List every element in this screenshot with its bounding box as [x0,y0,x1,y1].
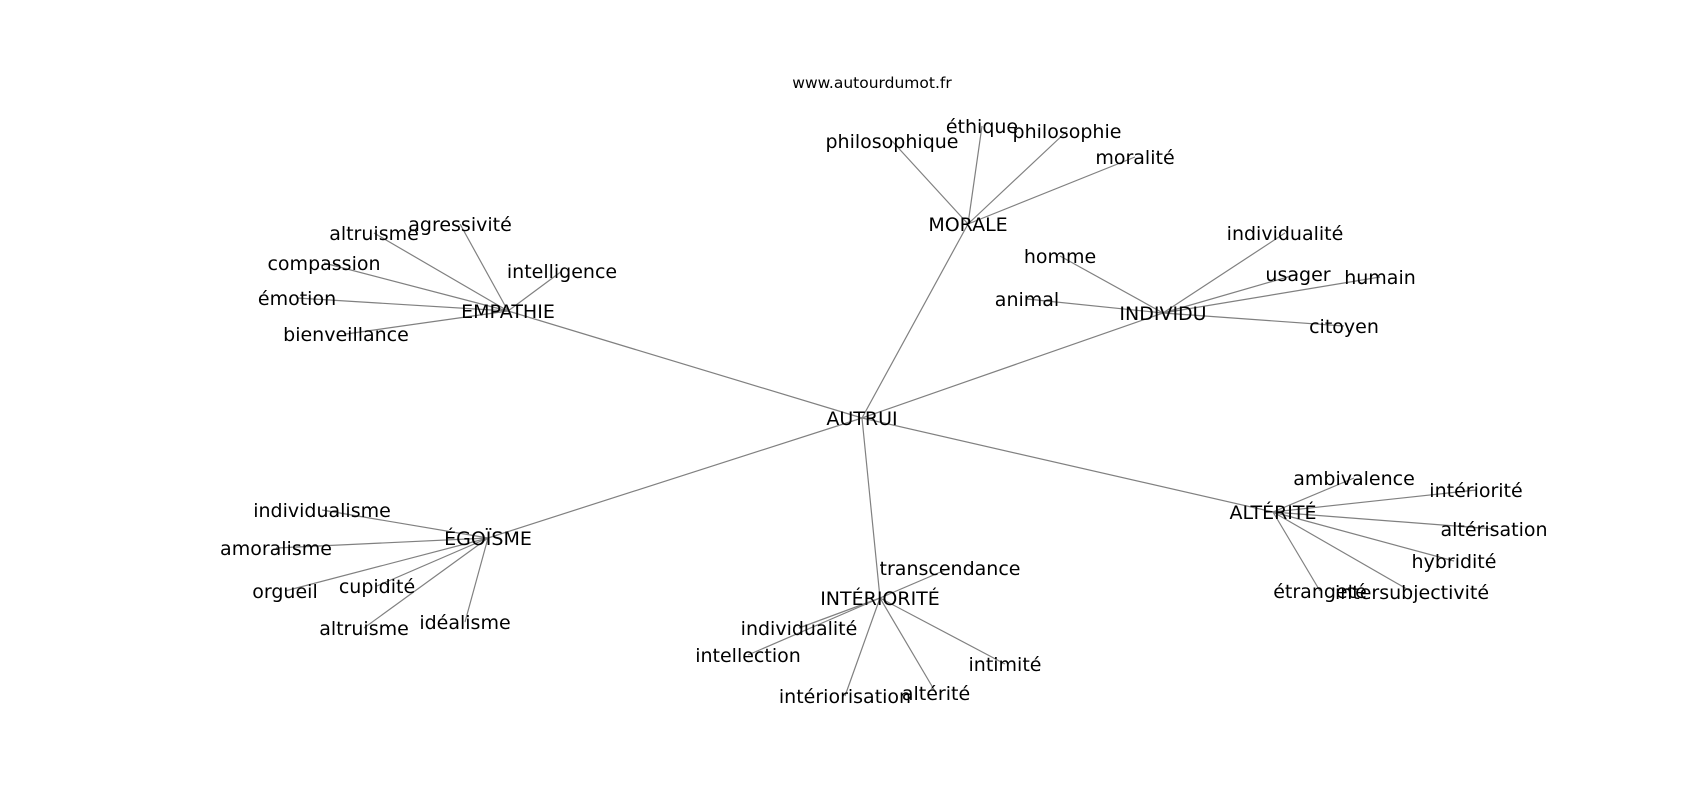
edge-egoisme-altruisme [363,537,489,629]
edge-interiorite-individualite [798,597,881,629]
edge-empathie-intelligence [507,270,563,312]
edge-root-egoisme [487,417,863,539]
node-leaf-empathie-intelligence[interactable]: intelligence [507,261,617,283]
node-leaf-individu-animal[interactable]: animal [995,289,1059,311]
edge-individu-homme [1059,255,1164,314]
node-leaf-morale-philosophie[interactable]: philosophie [1013,121,1122,143]
node-leaf-empathie-agressivite[interactable]: agressivité [408,214,512,236]
node-leaf-alterite-interiorite[interactable]: intériorité [1429,480,1522,502]
edge-alterite-alterisation [1272,511,1495,530]
edge-root-empathie [507,310,863,419]
edge-interiorite-transcendance [879,567,951,599]
node-leaf-egoisme-orgueil[interactable]: orgueil [252,581,317,603]
edge-morale-philosophie [967,130,1068,225]
edge-alterite-hybridite [1272,511,1455,562]
node-leaf-egoisme-amoralisme[interactable]: amoralisme [220,538,332,560]
edge-morale-ethique [967,125,983,225]
edge-root-individu [861,312,1164,419]
node-leaf-morale-moralite[interactable]: moralité [1095,147,1174,169]
node-root-autrui[interactable]: AUTRUI [826,408,897,430]
node-leaf-egoisme-cupidite[interactable]: cupidité [339,576,415,598]
node-leaf-egoisme-idealisme[interactable]: idéalisme [419,612,510,634]
node-leaf-interiorite-interiorisation[interactable]: intériorisation [779,686,911,708]
node-leaf-empathie-bienveillance[interactable]: bienveillance [283,324,409,346]
edge-individu-animal [1026,298,1164,314]
edge-egoisme-amoralisme [275,537,489,549]
node-leaf-individu-citoyen[interactable]: citoyen [1309,316,1379,338]
node-leaf-interiorite-intellection[interactable]: intellection [695,645,801,667]
edges-layer [275,125,1495,697]
edge-interiorite-intimite [879,597,1006,665]
node-leaf-interiorite-intimite[interactable]: intimité [969,654,1042,676]
node-leaf-individu-homme[interactable]: homme [1024,246,1096,268]
edge-egoisme-orgueil [284,537,489,592]
node-branch-individu[interactable]: INDIVIDU [1119,303,1206,325]
node-leaf-interiorite-alterite[interactable]: altérité [902,683,970,705]
node-branch-empathie[interactable]: EMPATHIE [461,301,555,323]
edge-morale-moralite [967,156,1136,225]
node-leaf-egoisme-altruisme[interactable]: altruisme [319,618,409,640]
edge-egoisme-idealisme [464,537,489,623]
edge-empathie-agressivite [459,223,509,312]
labels-layer: www.autourdumot.fr AUTRUI MORALE philosoph… [220,74,1547,708]
edge-morale-philosophique [891,140,969,225]
edge-interiorite-intellection [747,597,881,656]
node-leaf-empathie-altruisme[interactable]: altruisme [329,223,419,245]
source-watermark: www.autourdumot.fr [792,74,952,92]
node-leaf-empathie-emotion[interactable]: émotion [258,288,336,310]
node-leaf-individu-humain[interactable]: humain [1344,267,1416,289]
edge-alterite-etrangete [1272,511,1321,592]
edge-empathie-bienveillance [345,310,509,335]
node-leaf-alterite-intersubjectivite[interactable]: intersubjectivité [1335,582,1489,604]
node-branch-egoisme[interactable]: ÉGOÏSME [444,527,532,550]
node-leaf-egoisme-individualisme[interactable]: individualisme [253,500,391,522]
edge-egoisme-cupidite [376,537,489,587]
node-leaf-alterite-ambivalence[interactable]: ambivalence [1293,468,1415,490]
edge-root-alterite [861,417,1274,513]
node-leaf-morale-philosophique[interactable]: philosophique [826,131,959,153]
node-leaf-individu-individualite[interactable]: individualité [1227,223,1344,245]
node-branch-interiorite[interactable]: INTÉRIORITÉ [820,587,940,610]
node-leaf-morale-ethique[interactable]: éthique [946,116,1018,138]
edge-alterite-interiorite [1272,489,1477,513]
node-leaf-alterite-hybridite[interactable]: hybridité [1412,551,1497,573]
edge-empathie-compassion [323,262,509,312]
edge-alterite-ambivalence [1272,477,1355,513]
edge-alterite-intersubjectivite [1272,511,1413,593]
node-leaf-alterite-etrangete[interactable]: étrangeté [1273,581,1367,603]
edge-root-interiorite [861,417,881,599]
edge-egoisme-individualisme [321,509,489,539]
edge-individu-usager [1162,273,1299,314]
edge-interiorite-alterite [879,597,937,694]
node-branch-morale[interactable]: MORALE [928,214,1007,236]
node-leaf-individu-usager[interactable]: usager [1265,264,1330,286]
edge-empathie-altruisme [373,232,509,312]
node-leaf-alterite-alterisation[interactable]: altérisation [1440,519,1547,541]
node-branch-alterite[interactable]: ALTÉRITÉ [1230,501,1317,524]
edge-individu-citoyen [1162,312,1345,327]
node-leaf-interiorite-transcendance[interactable]: transcendance [880,558,1021,580]
node-leaf-empathie-compassion[interactable]: compassion [267,253,380,275]
edge-individu-individualite [1162,232,1286,314]
node-leaf-interiorite-individualite[interactable]: individualité [741,618,858,640]
edge-empathie-emotion [296,297,509,312]
edge-individu-humain [1162,276,1381,314]
edge-interiorite-interiorisation [844,597,881,697]
edge-root-morale [861,223,969,419]
